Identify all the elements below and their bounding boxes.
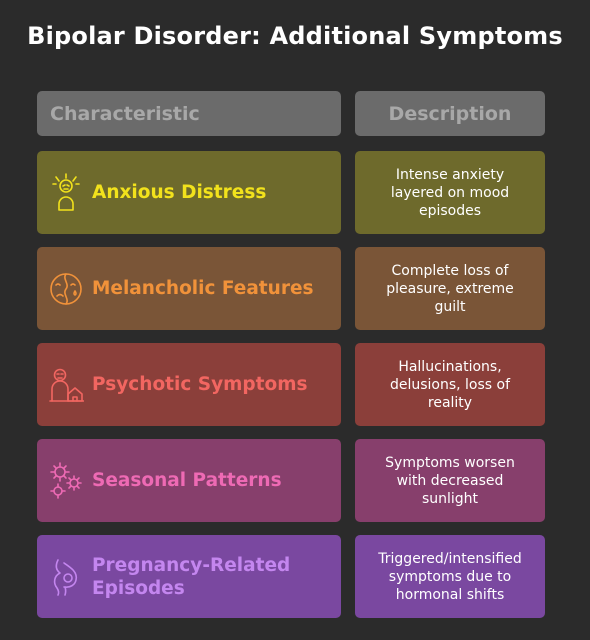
header-description: Description bbox=[355, 91, 545, 136]
description-anxious-distress: Intense anxiety layered on mood episodes bbox=[355, 151, 545, 234]
characteristic-label: Pregnancy-Related Episodes bbox=[92, 554, 291, 599]
header-characteristic: Characteristic bbox=[37, 91, 341, 136]
characteristic-label: Psychotic Symptoms bbox=[92, 374, 308, 395]
row-psychotic-symptoms: Psychotic Symptoms bbox=[37, 343, 341, 426]
sad-face-tear-icon bbox=[47, 268, 85, 310]
characteristic-label: Melancholic Features bbox=[92, 278, 314, 299]
characteristic-label: Anxious Distress bbox=[92, 182, 267, 203]
row-pregnancy-related-episodes: Pregnancy-Related Episodes bbox=[37, 535, 341, 618]
person-house-icon bbox=[47, 364, 85, 406]
description-seasonal-patterns: Symptoms worsen with decreased sunlight bbox=[355, 439, 545, 522]
row-melancholic-features: Melancholic Features bbox=[37, 247, 341, 330]
row-anxious-distress: Anxious Distress bbox=[37, 151, 341, 234]
page-title: Bipolar Disorder: Additional Symptoms bbox=[27, 22, 563, 50]
description-pregnancy-related-episodes: Triggered/intensified symptoms due to ho… bbox=[355, 535, 545, 618]
row-seasonal-patterns: Seasonal Patterns bbox=[37, 439, 341, 522]
description-psychotic-symptoms: Hallucinations, delusions, loss of reali… bbox=[355, 343, 545, 426]
characteristic-label: Seasonal Patterns bbox=[92, 470, 282, 491]
anxious-person-icon bbox=[47, 172, 85, 214]
description-melancholic-features: Complete loss of pleasure, extreme guilt bbox=[355, 247, 545, 330]
sun-gears-icon bbox=[47, 460, 85, 502]
pregnancy-icon bbox=[47, 556, 85, 598]
